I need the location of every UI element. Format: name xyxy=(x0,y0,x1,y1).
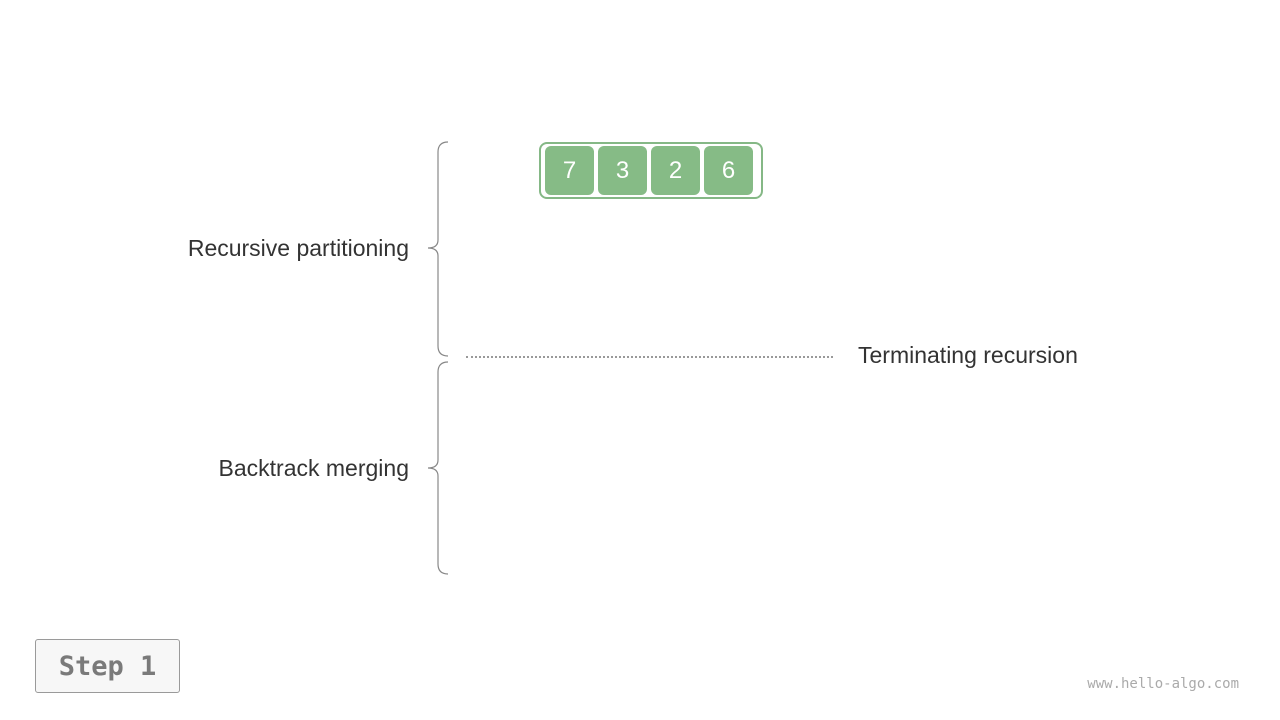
merge-brace xyxy=(427,361,449,575)
watermark: www.hello-algo.com xyxy=(1087,676,1239,692)
array-container: 7 3 2 6 xyxy=(539,142,763,199)
backtrack-merging-label: Backtrack merging xyxy=(218,455,409,481)
array-cell: 2 xyxy=(651,146,700,195)
terminating-recursion-label: Terminating recursion xyxy=(858,342,1078,368)
step-indicator: Step 1 xyxy=(35,639,180,693)
array-cell: 3 xyxy=(598,146,647,195)
partition-brace xyxy=(427,141,449,357)
array-cell: 7 xyxy=(545,146,594,195)
array-cell: 6 xyxy=(704,146,753,195)
recursive-partitioning-label: Recursive partitioning xyxy=(187,235,409,261)
termination-divider xyxy=(466,356,833,358)
